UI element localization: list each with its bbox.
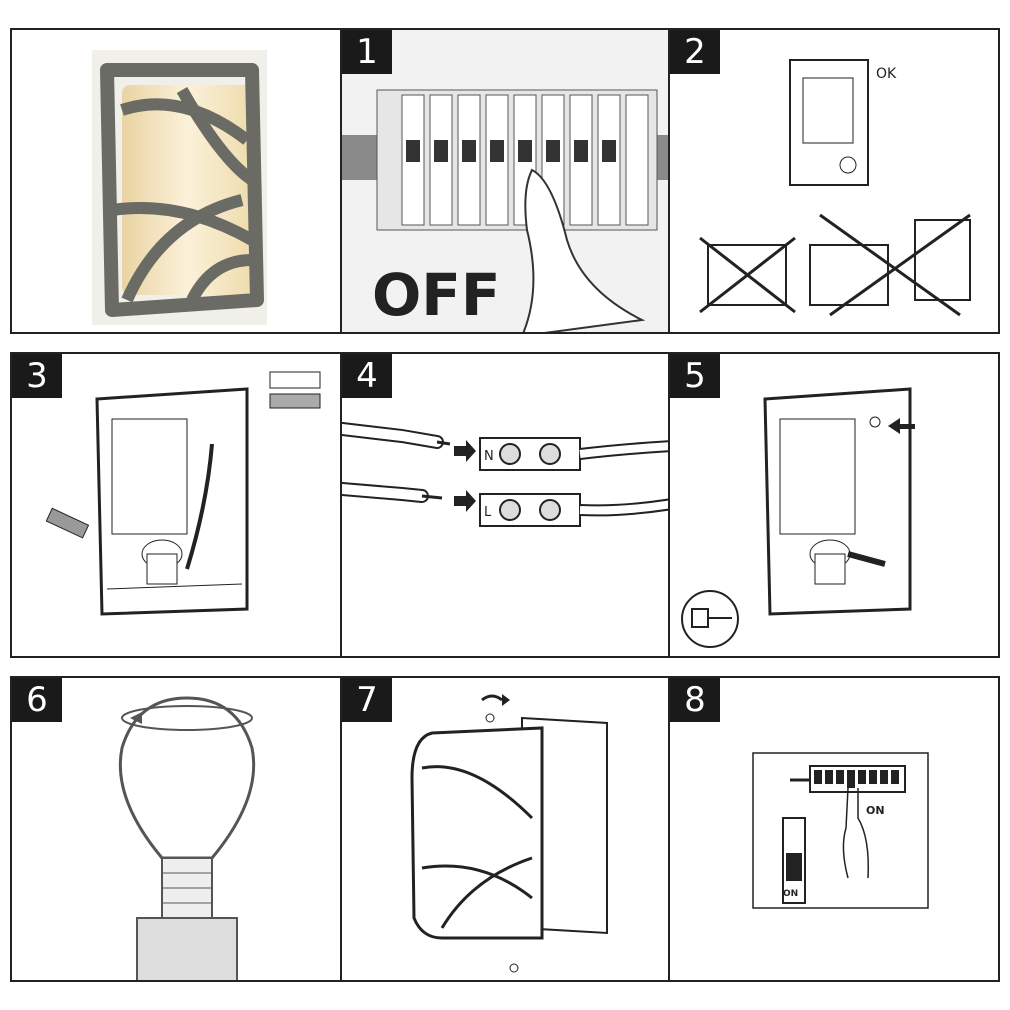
step-badge-6: 6 (12, 678, 62, 722)
off-label: OFF (372, 261, 501, 329)
assembly-illustration (410, 694, 608, 973)
ok-label: OK (876, 66, 897, 82)
panel-step-3: 3 (10, 352, 342, 658)
switch-on-illustration: ON ON (752, 752, 929, 909)
step-badge-2: 2 (670, 30, 720, 74)
panel-step-1: 1 OFF (340, 28, 670, 334)
panel-step-6: 6 (10, 676, 342, 982)
product-photo (92, 50, 267, 325)
step-badge-1: 1 (342, 30, 392, 74)
panel-step-5: 5 (668, 352, 1000, 658)
step-badge-3: 3 (12, 354, 62, 398)
terminal-n-label: N (484, 449, 494, 464)
breaker-panel-illustration: OFF (342, 89, 668, 332)
step-badge-8: 8 (670, 678, 720, 722)
bulb-illustration (118, 696, 256, 980)
panel-step-2: 2 OK (668, 28, 1000, 334)
panel-step-8: 8 ON ON (668, 676, 1000, 982)
side-switch-on-label: ON (783, 889, 798, 899)
panel-product-photo (10, 28, 342, 334)
panel-step-4: 4 N L (340, 352, 670, 658)
switch-on-label: ON (866, 804, 885, 817)
grounding-illustration (681, 387, 915, 648)
step-badge-7: 7 (342, 678, 392, 722)
step-badge-5: 5 (670, 354, 720, 398)
wiring-illustration: N L (342, 422, 668, 527)
orientation-illustration: OK (699, 59, 971, 317)
terminal-l-label: L (484, 505, 492, 520)
step-badge-4: 4 (342, 354, 392, 398)
panel-step-7: 7 (340, 676, 670, 982)
mounting-illustration (45, 371, 321, 616)
